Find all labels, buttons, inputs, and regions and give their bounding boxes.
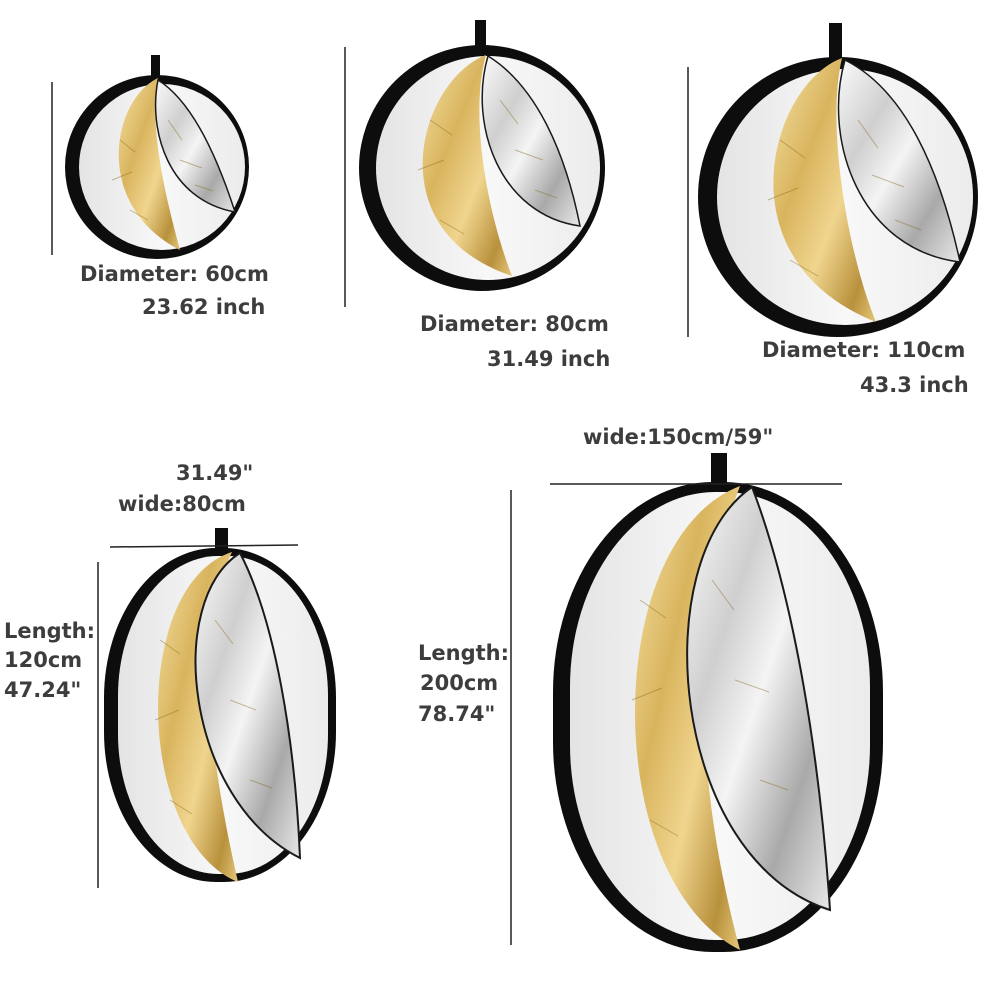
- reflector-80cm-round: [359, 20, 605, 291]
- width-line-80cm: [109, 544, 299, 548]
- gold-panel: [118, 78, 180, 250]
- silver-panel: [837, 58, 961, 263]
- length-cm-label-120cm: 120cm: [4, 648, 83, 672]
- diameter-label-80cm: Diameter: 80cm: [420, 312, 609, 336]
- reflector-60cm-round: [65, 55, 249, 259]
- inch-label-80cm: 31.49 inch: [487, 347, 611, 371]
- length-inch-label-200cm: 78.74": [418, 702, 496, 726]
- length-title-label-200cm: Length:: [418, 641, 509, 665]
- fabric-wrinkles: [631, 579, 789, 837]
- width-inch-label-80cm: 31.49": [176, 461, 254, 485]
- hang-tab: [151, 55, 160, 81]
- hang-tab: [215, 528, 228, 550]
- hang-tab: [711, 453, 727, 485]
- hang-tab: [475, 20, 486, 54]
- white-panel: [79, 84, 245, 250]
- inch-label-110cm: 43.3 inch: [860, 373, 969, 397]
- fabric-wrinkles: [154, 619, 273, 815]
- gold-panel: [635, 486, 740, 950]
- diameter-label-110cm: Diameter: 110cm: [762, 338, 966, 362]
- silver-panel: [154, 78, 237, 213]
- fabric-wrinkles: [417, 99, 558, 235]
- inch-label-60cm: 23.62 inch: [142, 295, 266, 319]
- hang-tab: [829, 23, 842, 59]
- silver-panel: [194, 551, 302, 860]
- width-cm-label-80cm: wide:80cm: [118, 492, 246, 516]
- gold-panel: [422, 55, 512, 276]
- silver-panel: [481, 54, 581, 227]
- fabric-wrinkles: [767, 119, 922, 277]
- length-inch-label-120cm: 47.24": [4, 678, 82, 702]
- length-title-label-120cm: Length:: [4, 619, 95, 643]
- diameter-label-60cm: Diameter: 60cm: [80, 262, 269, 286]
- fabric-wrinkles: [111, 119, 214, 221]
- silver-panel: [686, 485, 832, 912]
- reflector-150x200-oval: [553, 453, 883, 952]
- length-cm-label-200cm: 200cm: [420, 671, 499, 695]
- width-label-150cm: wide:150cm/59": [583, 425, 774, 449]
- gold-panel: [773, 58, 876, 322]
- gold-panel: [158, 552, 238, 882]
- reflector-80x120-oval: [104, 528, 336, 882]
- white-panel: [376, 56, 600, 280]
- reflector-110cm-round: [698, 23, 978, 337]
